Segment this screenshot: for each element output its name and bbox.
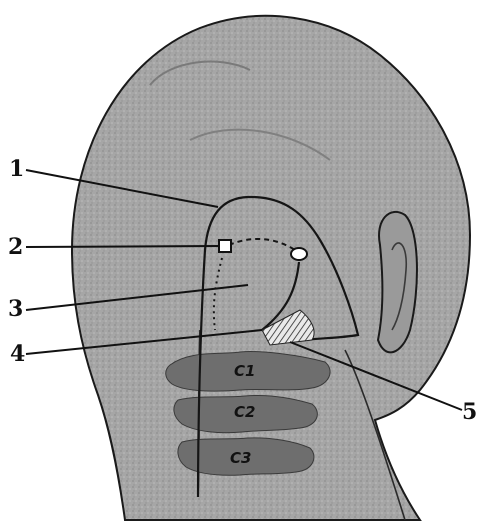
vertebra-label-c2: C2	[234, 405, 255, 420]
label-5: 5	[462, 401, 477, 423]
oval-marker	[291, 248, 307, 260]
square-marker	[219, 240, 231, 252]
vertebra-label-c3: C3	[230, 451, 251, 466]
label-2: 2	[8, 236, 23, 258]
vertebra-label-c1: C1	[234, 364, 255, 379]
label-3: 3	[8, 298, 23, 320]
label-1: 1	[9, 158, 24, 180]
label-4: 4	[10, 343, 25, 365]
leader-2	[26, 246, 218, 247]
